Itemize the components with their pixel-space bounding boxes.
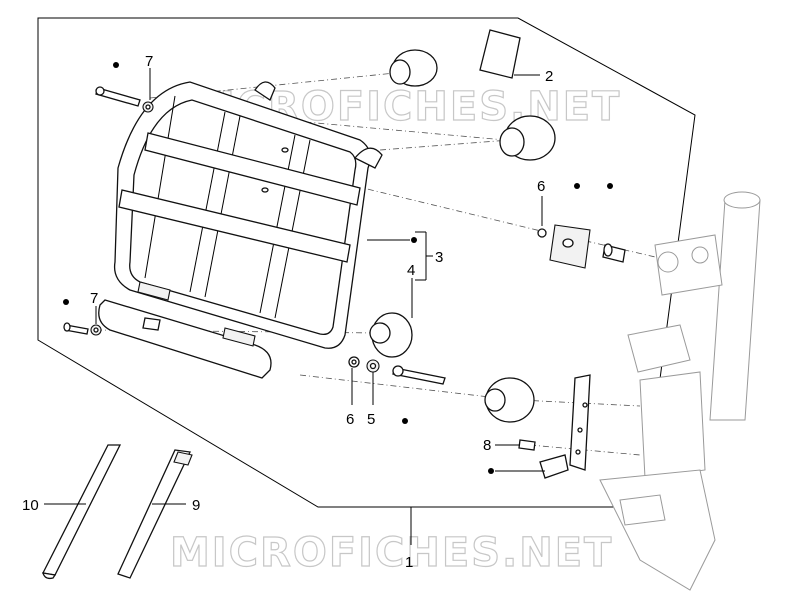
callout-2: 2	[545, 68, 553, 85]
callout-6-lower: 6	[346, 411, 354, 428]
callout-10: 10	[22, 497, 39, 514]
callout-1: 1	[405, 554, 413, 571]
upper-bracket-hardware	[537, 224, 626, 269]
straps	[42, 444, 193, 580]
callout-8: 8	[483, 437, 491, 454]
callout-7-upper: 7	[145, 53, 153, 70]
callout-labels: 1 2 3 4 5 6 6 7 7 8 9 10	[22, 53, 553, 571]
callout-5: 5	[367, 411, 375, 428]
callout-4: 4	[407, 262, 415, 279]
steering-column	[599, 191, 761, 591]
lower-bracket	[518, 374, 591, 479]
front-luggage-rack	[98, 81, 383, 379]
callout-7-lower: 7	[90, 290, 98, 307]
callout-3: 3	[435, 249, 443, 266]
fasteners	[63, 86, 446, 385]
callout-6-upper: 6	[537, 178, 545, 195]
leader-lines	[44, 68, 545, 545]
watermark-bottom: MICROFICHES.NET	[170, 530, 613, 576]
rubber-pad	[479, 29, 521, 79]
rubber-bumpers	[369, 49, 556, 423]
reference-dots	[63, 62, 613, 474]
callout-9: 9	[192, 497, 200, 514]
